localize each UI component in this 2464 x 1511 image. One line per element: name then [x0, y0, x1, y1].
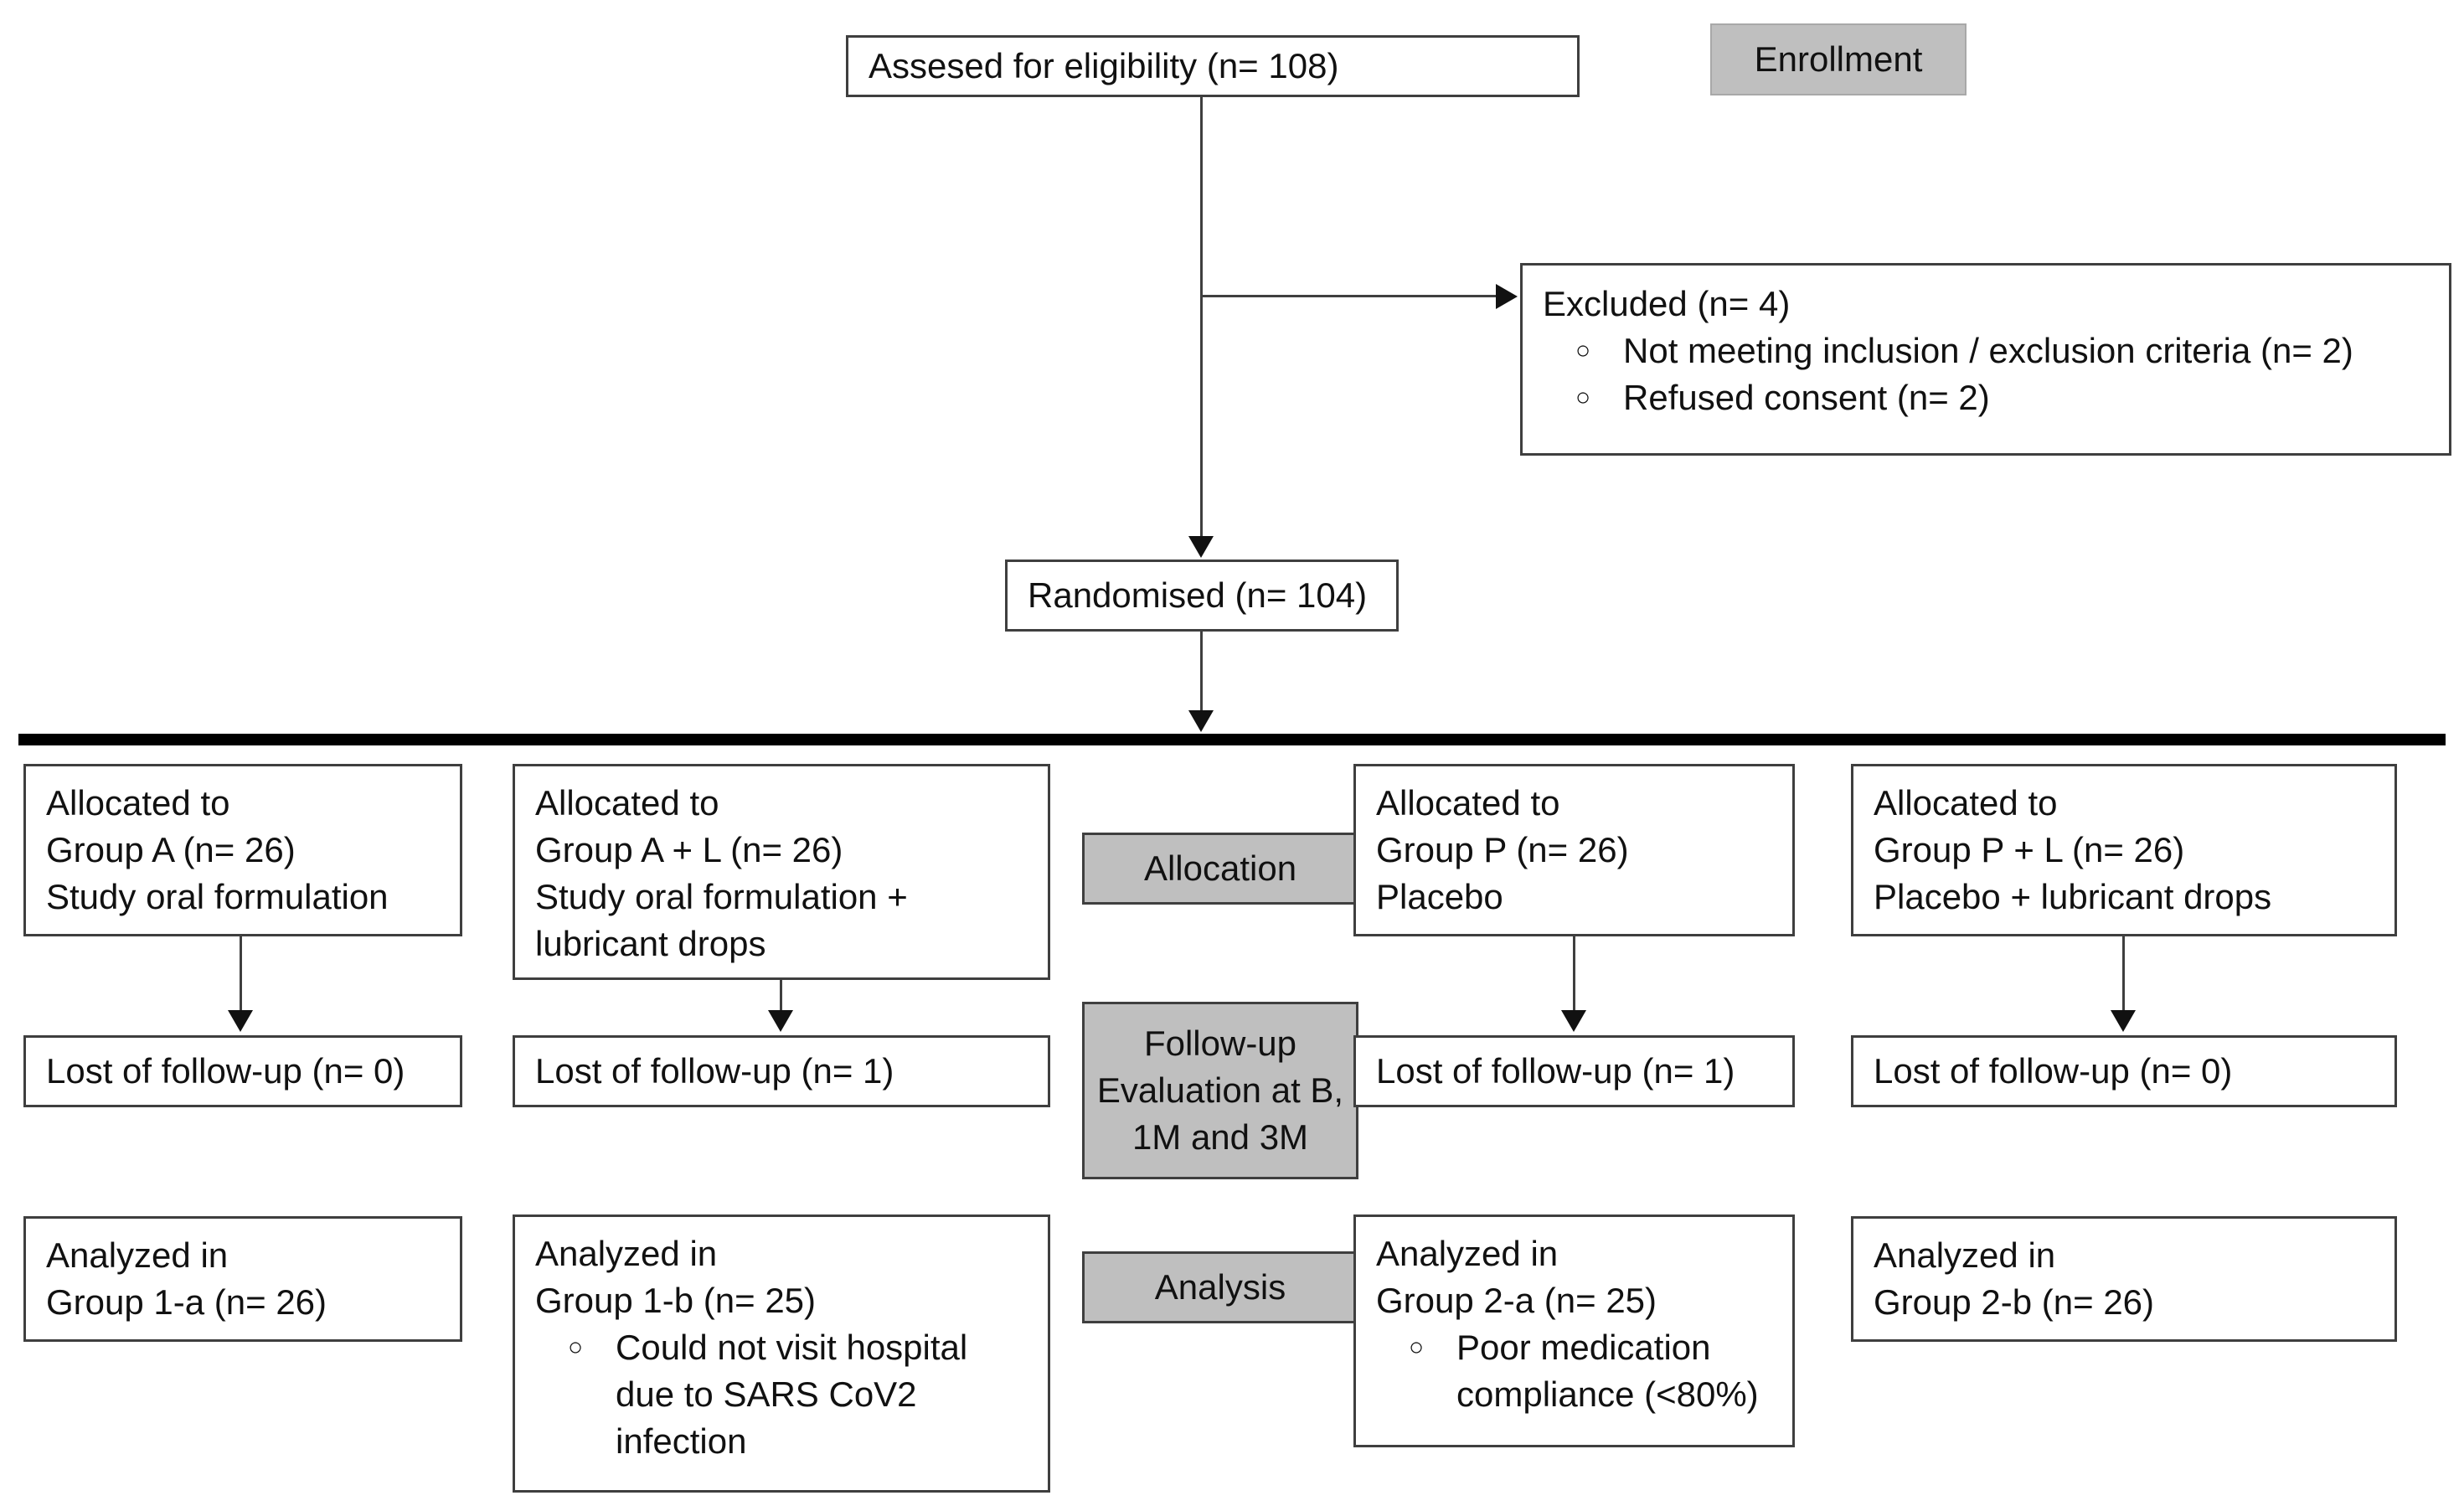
excluded-bullet-2: ○ Refused consent (n= 2) [1543, 374, 2429, 421]
section-divider-bar [18, 734, 2446, 745]
connector-group-p-l-to-followup [2122, 936, 2125, 1010]
arrowhead-down-randomised-icon [1188, 536, 1214, 558]
lost-followup-group-a-box: Lost of follow-up (n= 0) [23, 1035, 462, 1107]
analysis-group-1b-line1: Analyzed in [535, 1234, 718, 1273]
bullet-circle-icon: ○ [1575, 337, 1591, 364]
allocation-stage-label-text: Allocation [1143, 848, 1297, 888]
connector-assessed-to-randomised [1200, 97, 1203, 539]
allocation-group-a-line1: Allocated to [46, 783, 230, 823]
allocation-group-p-l-line2: Group P + L (n= 26) [1874, 830, 2185, 869]
arrowhead-down-group-p-icon [1561, 1010, 1586, 1032]
analysis-group-2a-box: Analyzed in Group 2-a (n= 25) ○ Poor med… [1353, 1214, 1795, 1447]
randomised-box: Randomised (n= 104) [1005, 560, 1399, 632]
arrowhead-right-excluded-icon [1496, 284, 1518, 309]
allocation-group-a-l-box: Allocated to Group A + L (n= 26) Study o… [513, 764, 1050, 980]
arrowhead-down-group-p-l-icon [2111, 1010, 2136, 1032]
excluded-box: Excluded (n= 4) ○ Not meeting inclusion … [1520, 263, 2451, 456]
analysis-stage-label-text: Analysis [1154, 1267, 1286, 1307]
analysis-group-1a-line1: Analyzed in [46, 1235, 229, 1275]
assessed-eligibility-text: Assesed for eligibility (n= 108) [869, 46, 1339, 85]
followup-stage-label-text: Follow-up Evaluation at B, 1M and 3M [1096, 1024, 1344, 1157]
lost-followup-group-p-box: Lost of follow-up (n= 1) [1353, 1035, 1795, 1107]
lost-followup-group-p-l-box: Lost of follow-up (n= 0) [1851, 1035, 2397, 1107]
analysis-group-1b-line2: Group 1-b (n= 25) [535, 1281, 817, 1320]
analysis-group-2b-box: Analyzed in Group 2-b (n= 26) [1851, 1216, 2397, 1342]
allocation-group-p-l-box: Allocated to Group P + L (n= 26) Placebo… [1851, 764, 2397, 936]
lost-followup-group-a-l-box: Lost of follow-up (n= 1) [513, 1035, 1050, 1107]
lost-followup-group-p-text: Lost of follow-up (n= 1) [1376, 1051, 1735, 1091]
allocation-group-a-l-line2: Group A + L (n= 26) [535, 830, 843, 869]
analysis-stage-label: Analysis [1082, 1251, 1358, 1323]
analysis-group-1b-box: Analyzed in Group 1-b (n= 25) ○ Could no… [513, 1214, 1050, 1493]
analysis-group-1a-box: Analyzed in Group 1-a (n= 26) [23, 1216, 462, 1342]
analysis-group-2b-line1: Analyzed in [1874, 1235, 2056, 1275]
bullet-circle-icon: ○ [1575, 384, 1591, 411]
allocation-group-a-l-line1: Allocated to [535, 783, 719, 823]
allocation-group-p-l-line1: Allocated to [1874, 783, 2058, 823]
connector-randomised-to-allocation [1200, 632, 1203, 710]
analysis-group-2a-line1: Analyzed in [1376, 1234, 1559, 1273]
connector-group-p-to-followup [1573, 936, 1575, 1010]
lost-followup-group-a-text: Lost of follow-up (n= 0) [46, 1051, 405, 1091]
analysis-group-2b-line2: Group 2-b (n= 26) [1874, 1282, 2155, 1322]
analysis-group-2a-bullet: ○ Poor medication compliance (<80%) [1376, 1324, 1772, 1418]
enrollment-stage-label: Enrollment [1710, 23, 1967, 95]
followup-stage-label: Follow-up Evaluation at B, 1M and 3M [1082, 1002, 1358, 1179]
bullet-circle-icon: ○ [567, 1333, 584, 1361]
analysis-group-2a-bullet-text: Poor medication compliance (<80%) [1456, 1328, 1759, 1414]
excluded-bullet-1-text: Not meeting inclusion / exclusion criter… [1623, 331, 2353, 370]
bullet-circle-icon: ○ [1408, 1333, 1425, 1361]
allocation-group-a-l-line3: Study oral formulation + lubricant drops [535, 877, 908, 963]
lost-followup-group-a-l-text: Lost of follow-up (n= 1) [535, 1051, 894, 1091]
connector-group-a-l-to-followup [780, 980, 782, 1010]
arrowhead-down-group-a-l-icon [768, 1010, 793, 1032]
assessed-eligibility-box: Assesed for eligibility (n= 108) [846, 35, 1580, 97]
allocation-group-p-line1: Allocated to [1376, 783, 1560, 823]
connector-branch-to-excluded [1201, 295, 1496, 297]
lost-followup-group-p-l-text: Lost of follow-up (n= 0) [1874, 1051, 2233, 1091]
analysis-group-2a-line2: Group 2-a (n= 25) [1376, 1281, 1657, 1320]
excluded-bullet-2-text: Refused consent (n= 2) [1623, 378, 1990, 417]
allocation-group-p-box: Allocated to Group P (n= 26) Placebo [1353, 764, 1795, 936]
arrowhead-down-divider-icon [1188, 710, 1214, 732]
allocation-group-p-l-line3: Placebo + lubricant drops [1874, 877, 2272, 916]
allocation-group-a-box: Allocated to Group A (n= 26) Study oral … [23, 764, 462, 936]
analysis-group-1b-bullet: ○ Could not visit hospital due to SARS C… [535, 1324, 1028, 1465]
allocation-group-p-line3: Placebo [1376, 877, 1503, 916]
excluded-title: Excluded (n= 4) [1543, 284, 1791, 323]
allocation-group-a-line3: Study oral formulation [46, 877, 389, 916]
enrollment-stage-label-text: Enrollment [1754, 39, 1923, 79]
allocation-stage-label: Allocation [1082, 833, 1358, 905]
arrowhead-down-group-a-icon [228, 1010, 253, 1032]
allocation-group-p-line2: Group P (n= 26) [1376, 830, 1629, 869]
connector-group-a-to-followup [240, 936, 242, 1010]
analysis-group-1b-bullet-text: Could not visit hospital due to SARS CoV… [616, 1328, 968, 1461]
randomised-text: Randomised (n= 104) [1028, 575, 1368, 615]
excluded-bullet-1: ○ Not meeting inclusion / exclusion crit… [1543, 327, 2429, 374]
allocation-group-a-line2: Group A (n= 26) [46, 830, 296, 869]
analysis-group-1a-line2: Group 1-a (n= 26) [46, 1282, 327, 1322]
